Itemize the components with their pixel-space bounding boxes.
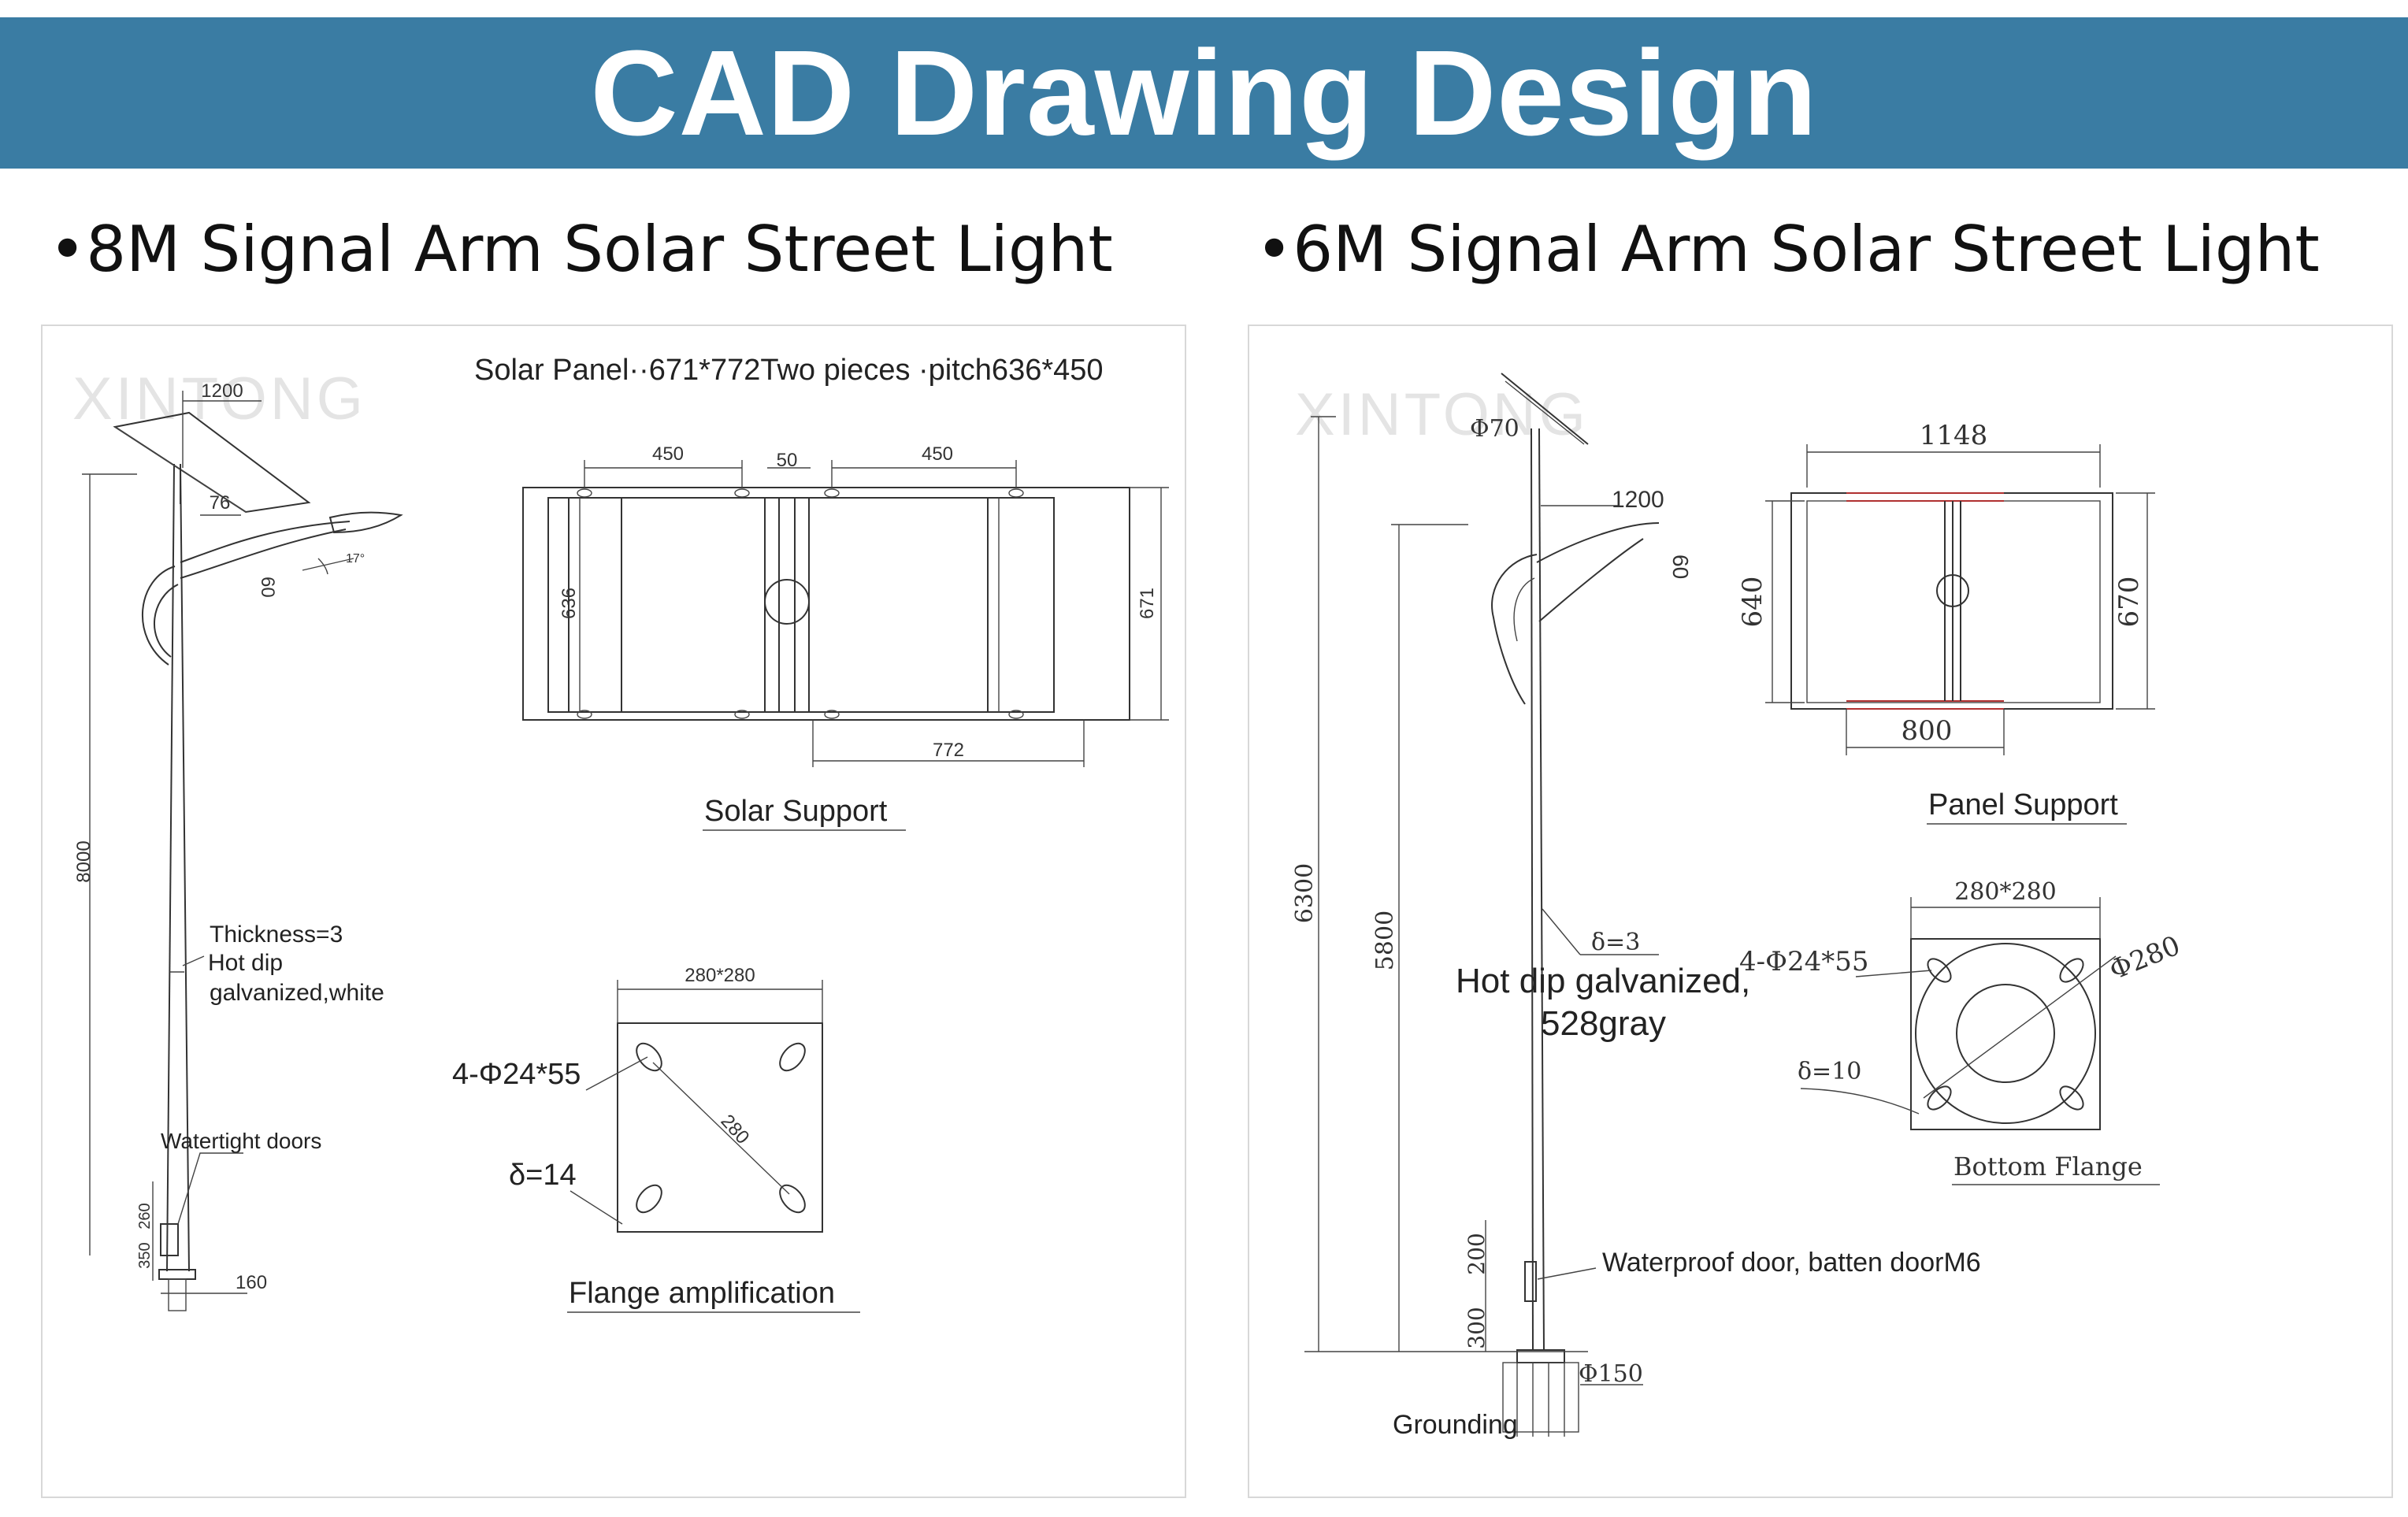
dim-angle: 17°	[346, 552, 365, 566]
panel-support-title: Panel Support	[1928, 788, 2118, 822]
flange-size-label: 280*280	[685, 965, 755, 986]
bottom-flange-title: Bottom Flange	[1953, 1152, 2143, 1181]
dim-top-diam: Φ70	[1470, 415, 1519, 443]
left-pole	[113, 411, 403, 1311]
dim-height-8000: 8000	[73, 840, 95, 882]
galvanized-color-note: 528gray	[1541, 1004, 1666, 1043]
dim-panel-1148: 1148	[1920, 420, 1988, 451]
left-thickness-note: Thickness=3	[210, 922, 343, 948]
dim-support-772: 772	[933, 740, 964, 761]
right-pole	[1491, 373, 1660, 1437]
bottom-flange	[1910, 938, 2117, 1130]
left-lamp-head	[328, 511, 403, 534]
left-hotdip-note: Hot dip	[208, 950, 283, 976]
flange-diag-label: 280	[717, 1111, 754, 1148]
flange-amplification-title: Flange amplification	[569, 1277, 835, 1310]
right-watermark: XINTONG	[1295, 381, 1589, 448]
bottom-flange-holes: 4-Φ24*55	[1739, 946, 1869, 977]
solar-panel-note: Solar Panel··671*772Two pieces ·pitch636…	[474, 354, 1104, 387]
dim-base-350: 350	[136, 1242, 154, 1268]
bottom-flange-size: 280*280	[1954, 878, 2057, 906]
dim-base-260: 260	[136, 1203, 154, 1229]
flange-thickness-label: δ=14	[509, 1159, 577, 1192]
dim-door-200: 200	[1464, 1233, 1490, 1274]
left-galvanized-note: galvanized,white	[210, 980, 384, 1006]
dim-support-450b: 450	[922, 443, 953, 465]
pole-thickness-label: δ=3	[1591, 929, 1640, 956]
bottom-flange-diam: Φ280	[2105, 930, 2184, 987]
bottom-flange-thickness: δ=10	[1798, 1058, 1861, 1085]
title-banner: CAD Drawing Design	[0, 17, 2408, 169]
dim-arm-60-right: 60	[1668, 555, 1693, 579]
dim-support-50: 50	[777, 450, 798, 471]
waterproof-door-note: Waterproof door, batten doorM6	[1602, 1248, 1981, 1278]
dim-height-6300: 6300	[1291, 863, 1319, 923]
left-watertight-note: Watertight doors	[161, 1129, 321, 1153]
dim-base-diam: Φ150	[1579, 1360, 1643, 1388]
dim-height-5800: 5800	[1371, 911, 1399, 970]
right-section-heading: •6M Signal Arm Solar Street Light	[1256, 213, 2320, 286]
dim-support-636: 636	[558, 588, 580, 619]
dim-base-160: 160	[236, 1272, 267, 1293]
panel-support-frame	[1790, 492, 2113, 710]
dim-panel-670: 670	[2113, 577, 2145, 628]
solar-support-title: Solar Support	[704, 795, 888, 828]
dim-offset-76: 76	[210, 492, 231, 514]
grounding-note: Grounding	[1393, 1410, 1518, 1440]
dim-support-450a: 450	[652, 443, 684, 465]
left-section-heading: •8M Signal Arm Solar Street Light	[49, 213, 1113, 286]
right-lamp-arm	[1536, 522, 1660, 563]
dim-panel-800: 800	[1902, 715, 1953, 747]
flange-holes-label: 4-Φ24*55	[452, 1058, 581, 1091]
left-flange	[617, 1022, 823, 1233]
right-solar-panel	[1501, 373, 1589, 445]
left-watermark: XINTONG	[72, 365, 366, 432]
right-cad-drawing: XINTONG Φ70 1200 60 6300 5800 200 300 Φ1…	[1291, 373, 2184, 1440]
solar-support-frame	[522, 487, 1130, 721]
left-cad-drawing: XINTONG 1200 76 60 17° 8000 260 350 160 …	[72, 354, 1169, 1313]
right-drawing-panel: XINTONG Φ70 1200 60 6300 5800 200 300 Φ1…	[1248, 325, 2393, 1498]
dim-arm-1200-right: 1200	[1612, 487, 1664, 513]
dim-panel-640: 640	[1737, 577, 1768, 628]
right-door	[1524, 1261, 1537, 1302]
galvanized-note: Hot dip galvanized,	[1456, 962, 1750, 1000]
dim-arm-60: 60	[257, 577, 278, 598]
dim-arm-1200: 1200	[201, 380, 243, 402]
dim-support-671: 671	[1137, 588, 1158, 619]
left-lamp-arm	[180, 521, 351, 563]
page-title: CAD Drawing Design	[590, 25, 1818, 161]
dim-base-300: 300	[1464, 1307, 1490, 1348]
left-drawing-panel: XINTONG 1200 76 60 17° 8000 260 350 160 …	[41, 325, 1186, 1498]
left-door	[160, 1223, 179, 1256]
